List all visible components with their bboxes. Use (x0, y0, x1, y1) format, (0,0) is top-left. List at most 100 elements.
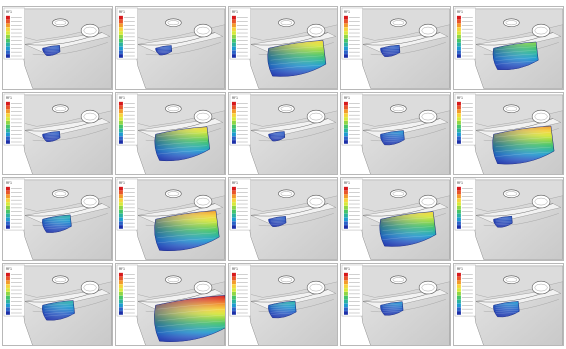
hole-outline (532, 23, 551, 38)
hole-outline (419, 23, 438, 38)
color-legend: RF1 (116, 264, 138, 316)
contour-plot: RF1 (342, 7, 451, 89)
color-legend: RF1 (342, 178, 364, 231)
hole-outline (419, 194, 438, 209)
legend-title: RF1 (119, 181, 125, 185)
simulation-panel: RF1 (340, 262, 452, 346)
simulation-panel: RF1 (453, 177, 564, 261)
hole-outline (277, 103, 295, 113)
color-legend: RF1 (342, 93, 364, 145)
hole-outline (164, 189, 182, 198)
legend-title: RF1 (232, 10, 238, 14)
simulation-panel: RF1 (453, 262, 564, 346)
legend-title: RF1 (232, 95, 238, 99)
contour-plot: RF1 (342, 178, 451, 260)
contour-plot: RF1 (229, 264, 338, 345)
contour-plot: RF1 (454, 7, 563, 89)
hole-outline (390, 274, 407, 284)
simulation-panel: RF1 (114, 91, 226, 175)
color-legend: RF1 (3, 93, 25, 145)
hole-outline (193, 280, 213, 294)
hole-outline (306, 280, 325, 294)
hole-outline (277, 18, 295, 27)
color-legend: RF1 (229, 264, 251, 316)
simulation-panel: RF1 (114, 262, 226, 346)
hole-outline (52, 18, 69, 27)
simulation-panel: RF1 (2, 6, 113, 90)
contour-plot: RF1 (3, 178, 112, 260)
hole-outline (532, 194, 551, 209)
hole-outline (532, 109, 551, 123)
contour-plot: RF1 (229, 7, 338, 89)
hole-outline (80, 280, 100, 294)
legend-title: RF1 (457, 10, 463, 14)
color-legend: RF1 (342, 264, 364, 316)
hole-outline (503, 18, 520, 27)
color-legend: RF1 (116, 7, 138, 60)
hole-outline (164, 274, 182, 284)
contour-plot: RF1 (116, 178, 225, 260)
contour-plot: RF1 (454, 264, 563, 345)
legend-title: RF1 (457, 181, 463, 185)
contour-plot: RF1 (3, 93, 112, 174)
contour-plot: RF1 (3, 264, 112, 345)
color-legend: RF1 (229, 93, 251, 145)
hole-outline (503, 103, 520, 113)
simulation-panel: RF1 (340, 177, 452, 261)
legend-title: RF1 (457, 95, 463, 99)
contour-plot: RF1 (454, 178, 563, 260)
contour-plot: RF1 (116, 93, 225, 174)
contour-plot: RF1 (116, 7, 225, 89)
simulation-panel: RF1 (453, 6, 564, 90)
legend-title: RF1 (232, 181, 238, 185)
hole-outline (193, 109, 213, 123)
contour-plot: RF1 (116, 264, 225, 345)
simulation-panel: RF1 (340, 91, 452, 175)
legend-title: RF1 (6, 10, 12, 14)
hole-outline (419, 280, 438, 294)
contour-plot: RF1 (229, 93, 338, 174)
hole-outline (306, 194, 325, 209)
hole-outline (503, 189, 520, 198)
hole-outline (164, 103, 182, 113)
color-legend: RF1 (454, 7, 477, 60)
hole-outline (390, 189, 407, 198)
color-legend: RF1 (229, 7, 251, 60)
contour-plot: RF1 (342, 93, 451, 174)
legend-title: RF1 (344, 95, 350, 99)
legend-title: RF1 (6, 95, 12, 99)
simulation-panel: RF1 (2, 91, 113, 175)
hole-outline (277, 189, 295, 198)
simulation-panel: RF1 (227, 91, 339, 175)
contour-plot: RF1 (342, 264, 451, 345)
color-legend: RF1 (116, 93, 138, 145)
hole-outline (277, 274, 295, 284)
legend-title: RF1 (344, 181, 350, 185)
contour-plot: RF1 (229, 178, 338, 260)
color-legend: RF1 (342, 7, 364, 60)
legend-title: RF1 (344, 266, 350, 270)
hole-outline (52, 189, 69, 198)
legend-title: RF1 (6, 266, 12, 270)
color-legend: RF1 (454, 178, 477, 231)
legend-title: RF1 (344, 10, 350, 14)
color-legend: RF1 (454, 264, 477, 316)
color-legend: RF1 (116, 178, 138, 231)
simulation-panel: RF1 (340, 6, 452, 90)
color-legend: RF1 (3, 178, 25, 231)
hole-outline (80, 109, 100, 123)
hole-outline (390, 103, 407, 113)
simulation-panel: RF1 (227, 262, 339, 346)
simulation-panel: RF1 (114, 177, 226, 261)
contour-plot: RF1 (3, 7, 112, 89)
legend-title: RF1 (119, 95, 125, 99)
color-legend: RF1 (3, 7, 25, 60)
simulation-panel: RF1 (114, 6, 226, 90)
legend-title: RF1 (457, 266, 463, 270)
hole-outline (193, 194, 213, 209)
hole-outline (52, 103, 69, 113)
legend-title: RF1 (232, 266, 238, 270)
legend-title: RF1 (119, 10, 125, 14)
contour-plot: RF1 (454, 93, 563, 174)
